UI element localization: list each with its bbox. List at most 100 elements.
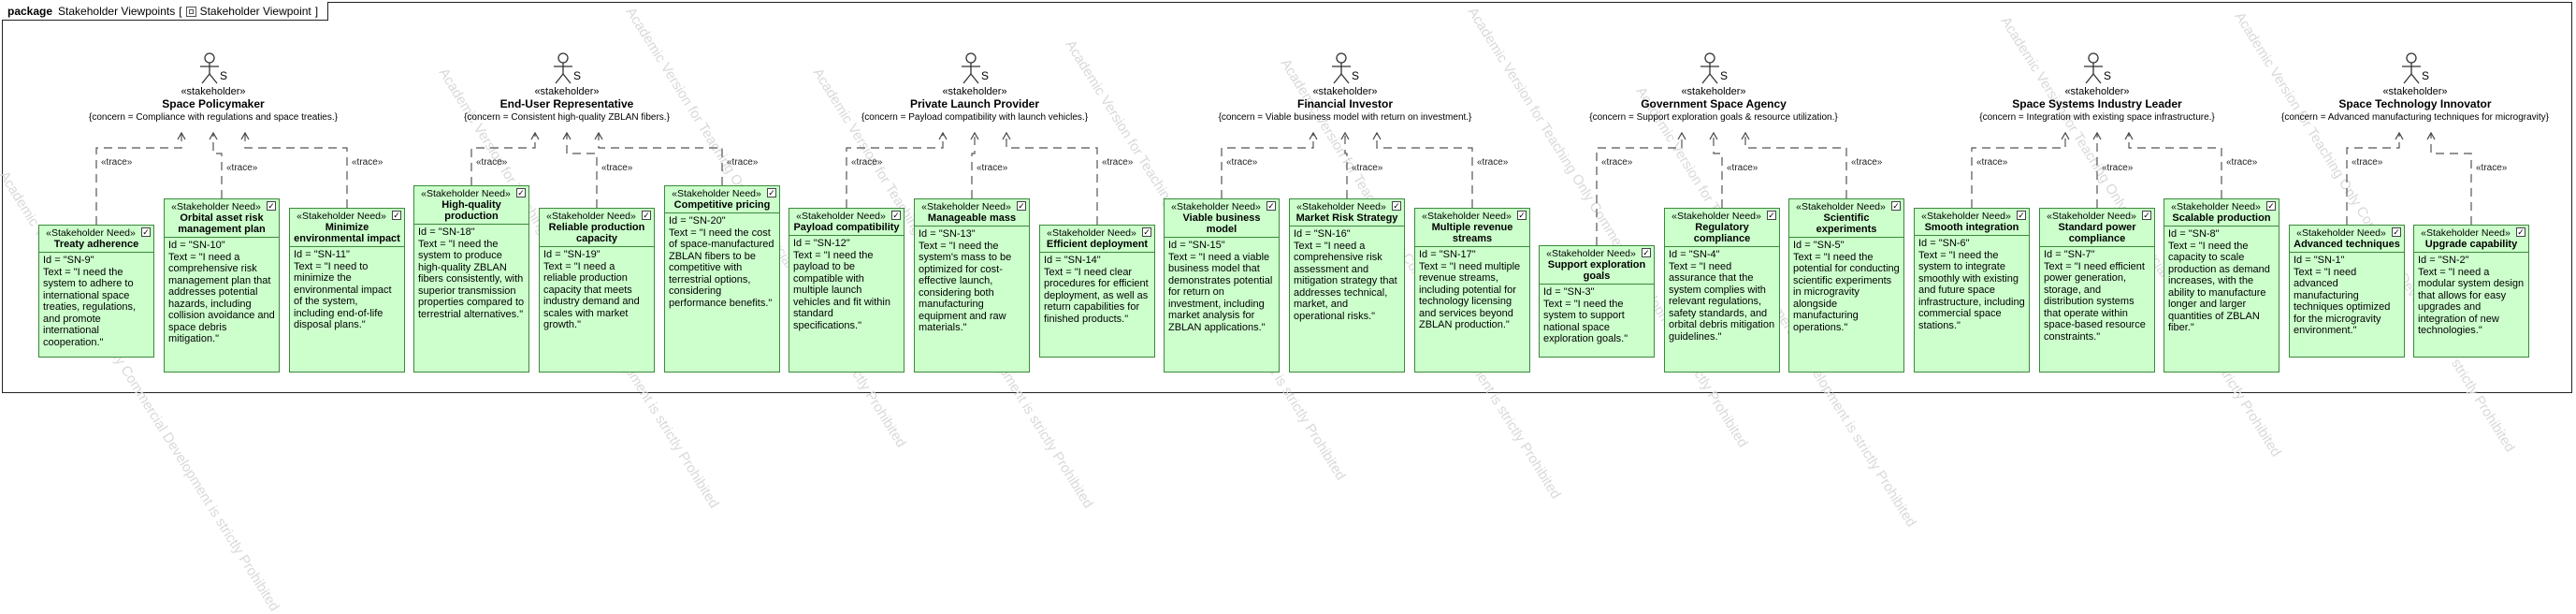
- trace-line[interactable]: [971, 133, 976, 198]
- trace-label: «trace»: [1851, 157, 1883, 168]
- stakeholder-actor[interactable]: S«stakeholder»Government Space Agency{co…: [1545, 52, 1882, 123]
- trace-arrowhead: [1309, 131, 1318, 140]
- need-id: Id = "SN-4": [1669, 249, 1720, 260]
- trace-line[interactable]: [2430, 133, 2472, 225]
- need-id: Id = "SN-3": [1543, 286, 1595, 298]
- trace-arrowhead: [594, 131, 603, 140]
- trace-label: «trace»: [601, 163, 633, 173]
- need-name: Reliable production capacity: [540, 222, 654, 247]
- stakeholder-actor[interactable]: S«stakeholder»End-User Representative{co…: [398, 52, 735, 123]
- need-name: Regulatory compliance: [1665, 222, 1779, 247]
- actor-name: Government Space Agency: [1641, 97, 1787, 110]
- need-name: Advanced techniques: [2290, 239, 2404, 253]
- requirement-check-icon: ✓: [2142, 211, 2151, 220]
- trace-line[interactable]: [598, 133, 723, 185]
- trace-line[interactable]: [1344, 133, 1348, 198]
- package-frame: [2, 2, 2572, 393]
- trace-line[interactable]: [1744, 133, 1847, 198]
- trace-line[interactable]: [1713, 133, 1723, 208]
- need-text: Text = "I need a reliable production cap…: [543, 260, 640, 331]
- trace-arrowhead: [530, 131, 540, 140]
- need-text: Text = "I need the payload to be compati…: [793, 249, 890, 331]
- stakeholder-need-block[interactable]: «Stakeholder Need»✓Payload compatibility…: [789, 208, 904, 373]
- stakeholder-need-block[interactable]: «Stakeholder Need»✓High-quality producti…: [413, 185, 529, 373]
- trace-arrowhead: [562, 131, 572, 140]
- trace-line[interactable]: [1596, 133, 1683, 245]
- trace-line[interactable]: [2346, 133, 2400, 225]
- trace-line[interactable]: [1376, 133, 1473, 208]
- need-text: Text = "I need the system to integrate s…: [1918, 249, 2025, 331]
- stakeholder-need-block[interactable]: «Stakeholder Need»✓Scientific experiment…: [1788, 198, 1904, 373]
- need-id: Id = "SN-14": [1044, 255, 1101, 266]
- actor-concern: {concern = Integration with existing spa…: [1979, 112, 2215, 123]
- diagram-label[interactable]: Stakeholder Viewpoint: [199, 4, 311, 18]
- stakeholder-need-block[interactable]: «Stakeholder Need»✓Reliable production c…: [539, 208, 655, 373]
- stakeholder-actor[interactable]: S«stakeholder»Space Policymaker{concern …: [45, 52, 382, 123]
- svg-text:S: S: [1352, 69, 1359, 82]
- need-name: Minimize environmental impact: [290, 222, 404, 247]
- need-text: Text = "I need a comprehensive risk asse…: [1294, 240, 1397, 322]
- trace-label: «trace»: [977, 163, 1008, 173]
- trace-line[interactable]: [846, 133, 944, 208]
- stakeholder-need-block[interactable]: «Stakeholder Need»✓Multiple revenue stre…: [1414, 208, 1530, 373]
- need-name: Manageable mass: [915, 212, 1029, 227]
- trace-line[interactable]: [2128, 133, 2222, 198]
- need-stereotype: «Stakeholder Need»: [1796, 201, 1886, 212]
- trace-line[interactable]: [95, 133, 182, 225]
- stakeholder-actor[interactable]: S«stakeholder»Space Technology Innovator…: [2247, 52, 2576, 123]
- requirement-check-icon: ✓: [392, 211, 401, 220]
- trace-line[interactable]: [566, 133, 598, 208]
- need-stereotype: «Stakeholder Need»: [1546, 248, 1636, 259]
- stick-figure-icon: S: [554, 52, 581, 84]
- trace-label: «trace»: [352, 157, 384, 168]
- need-name: Smooth integration: [1915, 222, 2029, 236]
- stakeholder-need-block[interactable]: «Stakeholder Need»✓Regulatory compliance…: [1664, 208, 1780, 373]
- actor-name: Space Technology Innovator: [2338, 97, 2492, 110]
- need-text: Text = "I need to minimize the environme…: [294, 260, 392, 331]
- stick-figure-icon: S: [2084, 52, 2111, 84]
- need-id: Id = "SN-12": [793, 238, 850, 249]
- trace-line[interactable]: [244, 133, 348, 208]
- need-name: High-quality production: [414, 199, 528, 225]
- need-text: Text = "I need the system to produce hig…: [418, 238, 525, 320]
- trace-arrowhead: [240, 131, 250, 140]
- trace-line[interactable]: [212, 133, 223, 198]
- need-text: Text = "I need the potential for conduct…: [1793, 251, 1900, 333]
- need-name: Support exploration goals: [1540, 259, 1654, 285]
- stakeholder-need-block[interactable]: «Stakeholder Need»✓Support exploration g…: [1539, 245, 1655, 358]
- stakeholder-actor[interactable]: S«stakeholder»Private Launch Provider{co…: [806, 52, 1143, 123]
- actor-name: Space Policymaker: [162, 97, 265, 110]
- need-id: Id = "SN-8": [2168, 228, 2220, 240]
- trace-label: «trace»: [2102, 163, 2134, 173]
- stakeholder-actor[interactable]: S«stakeholder»Space Systems Industry Lea…: [1929, 52, 2265, 123]
- need-name: Viable business model: [1165, 212, 1279, 238]
- actor-concern: {concern = Viable business model with re…: [1218, 112, 1472, 123]
- requirement-check-icon: ✓: [1017, 201, 1026, 211]
- trace-arrowhead: [209, 131, 218, 140]
- requirement-check-icon: ✓: [2392, 227, 2401, 237]
- stakeholder-need-block[interactable]: «Stakeholder Need»✓Standard power compli…: [2039, 208, 2155, 373]
- need-id: Id = "SN-16": [1294, 228, 1351, 240]
- trace-line[interactable]: [1971, 133, 2066, 208]
- trace-line[interactable]: [1006, 133, 1098, 225]
- stakeholder-actor[interactable]: S«stakeholder»Financial Investor{concern…: [1177, 52, 1513, 123]
- stakeholder-need-block[interactable]: «Stakeholder Need»✓Orbital asset risk ma…: [164, 198, 280, 373]
- stakeholder-need-block[interactable]: «Stakeholder Need»✓Minimize environmenta…: [289, 208, 405, 373]
- stakeholder-need-block[interactable]: «Stakeholder Need»✓Viable business model…: [1164, 198, 1280, 373]
- trace-line[interactable]: [470, 133, 536, 185]
- requirement-check-icon: ✓: [141, 227, 151, 237]
- need-name: Upgrade capability: [2414, 239, 2528, 253]
- requirement-check-icon: ✓: [1266, 201, 1276, 211]
- package-title[interactable]: Stakeholder Viewpoints: [58, 4, 176, 18]
- need-text: Text = "I need the system's mass to be o…: [919, 240, 1012, 334]
- trace-arrowhead: [2061, 131, 2070, 140]
